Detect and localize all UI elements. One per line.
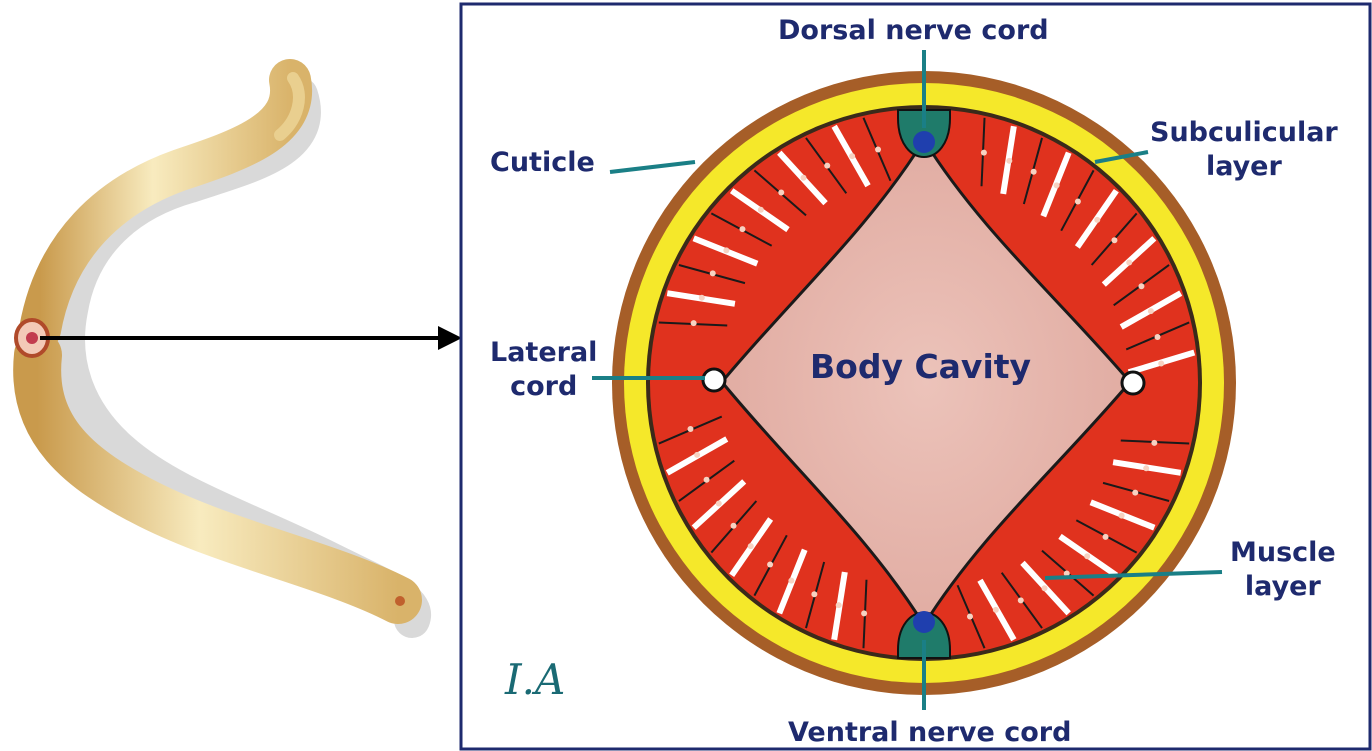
label-subcuticular-line1: Subculicular xyxy=(1150,116,1338,150)
label-lateral-line1: Lateral xyxy=(490,336,597,370)
muscle-nucleus xyxy=(1006,158,1012,164)
muscle-nucleus xyxy=(993,607,999,613)
worm-head-tip xyxy=(395,596,405,606)
muscle-nucleus xyxy=(731,523,737,529)
label-muscle-line2: layer xyxy=(1230,570,1336,604)
muscle-nucleus xyxy=(849,153,855,159)
muscle-nucleus xyxy=(699,295,705,301)
muscle-nucleus xyxy=(1094,217,1100,223)
muscle-nucleus xyxy=(800,175,806,181)
muscle-nucleus xyxy=(811,591,817,597)
muscle-nucleus xyxy=(1138,283,1144,289)
muscle-nucleus xyxy=(694,452,700,458)
muscle-nucleus xyxy=(767,562,773,568)
label-body-cavity: Body Cavity xyxy=(810,350,1031,384)
muscle-nucleus xyxy=(836,602,842,608)
label-muscle-line1: Muscle xyxy=(1230,536,1336,570)
author-signature: I.A xyxy=(505,655,565,704)
muscle-nucleus xyxy=(1119,513,1125,519)
muscle-nucleus xyxy=(723,247,729,253)
muscle-nucleus xyxy=(1158,360,1164,366)
roundworm-illustration xyxy=(16,78,413,620)
muscle-nucleus xyxy=(748,543,754,549)
muscle-nucleus xyxy=(861,610,867,616)
section-cut-center xyxy=(26,332,38,344)
ventral-nerve-cord-core xyxy=(913,611,935,633)
label-subcuticular-layer: Subculicular layer xyxy=(1150,116,1338,184)
muscle-nucleus xyxy=(1054,182,1060,188)
muscle-nucleus xyxy=(1018,597,1024,603)
left-lateral-cord xyxy=(703,369,725,391)
muscle-nucleus xyxy=(1075,198,1081,204)
muscle-nucleus xyxy=(1132,490,1138,496)
muscle-nucleus xyxy=(1031,169,1037,175)
label-dorsal-nerve-cord: Dorsal nerve cord xyxy=(778,14,1049,48)
muscle-nucleus xyxy=(778,190,784,196)
label-ventral-nerve-cord: Ventral nerve cord xyxy=(788,716,1071,750)
muscle-nucleus xyxy=(739,226,745,232)
label-muscle-layer: Muscle layer xyxy=(1230,536,1336,604)
muscle-nucleus xyxy=(758,207,764,213)
right-lateral-cord xyxy=(1122,372,1144,394)
muscle-nucleus xyxy=(1126,259,1132,265)
label-lateral-line2: cord xyxy=(490,370,597,404)
muscle-nucleus xyxy=(691,320,697,326)
muscle-nucleus xyxy=(1111,237,1117,243)
label-cuticle: Cuticle xyxy=(490,146,595,180)
muscle-nucleus xyxy=(1148,308,1154,314)
muscle-nucleus xyxy=(710,270,716,276)
muscle-nucleus xyxy=(1151,440,1157,446)
muscle-nucleus xyxy=(1155,334,1161,340)
muscle-nucleus xyxy=(788,578,794,584)
muscle-nucleus xyxy=(824,163,830,169)
muscle-nucleus xyxy=(716,501,722,507)
muscle-nucleus xyxy=(981,150,987,156)
muscle-nucleus xyxy=(1143,465,1149,471)
muscle-nucleus xyxy=(704,477,710,483)
muscle-nucleus xyxy=(687,426,693,432)
dorsal-nerve-cord-core xyxy=(913,131,935,153)
muscle-nucleus xyxy=(1084,553,1090,559)
pointer-arrow-head xyxy=(438,326,462,350)
label-lateral-cord: Lateral cord xyxy=(490,336,597,404)
muscle-nucleus xyxy=(875,146,881,152)
label-subcuticular-line2: layer xyxy=(1150,150,1338,184)
muscle-nucleus xyxy=(1103,534,1109,540)
muscle-nucleus xyxy=(967,614,973,620)
muscle-nucleus xyxy=(1042,585,1048,591)
